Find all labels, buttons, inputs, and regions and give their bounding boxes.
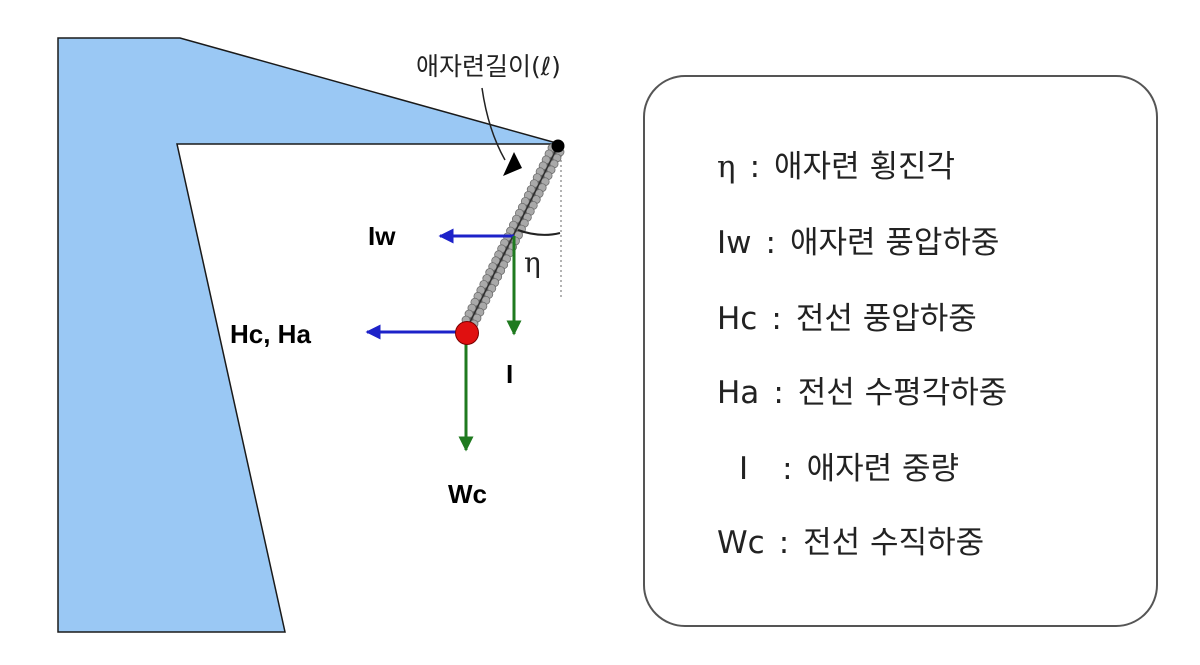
legend-item-i: I: 애자련 중량: [717, 449, 959, 489]
length-pointer-line: [481, 87, 506, 161]
legend-separator: :: [765, 225, 776, 261]
legend-description: 애자련 풍압하중: [789, 225, 1000, 261]
legend-symbol: Iw: [717, 225, 752, 261]
conductor-attach-point: [455, 321, 479, 345]
legend-item-iw: Iw: 애자련 풍압하중: [717, 223, 999, 263]
wc-label: Wc: [448, 479, 487, 509]
crossarm-shape: [57, 37, 561, 633]
legend-separator: :: [771, 301, 782, 337]
length-pointer-arrowhead: [503, 152, 522, 176]
legend-description: 전선 풍압하중: [795, 301, 977, 337]
legend-item-wc: Wc: 전선 수직하중: [717, 523, 984, 563]
legend-separator: :: [773, 375, 784, 411]
legend-description: 애자련 횡진각: [774, 149, 956, 185]
legend-separator: :: [782, 451, 793, 487]
legend-item-eta: η: 애자련 횡진각: [717, 147, 955, 187]
legend-symbol: Ha: [717, 375, 760, 411]
insulator-length-label: 애자련길이(ℓ): [416, 52, 561, 81]
legend-symbol: I: [739, 451, 749, 487]
legend-separator: :: [778, 525, 790, 561]
legend-box: η: 애자련 횡진각 Iw: 애자련 풍압하중 Hc: 전선 풍압하중 Ha: 전선 수…: [643, 75, 1158, 627]
eta-angle-label: η: [524, 246, 541, 279]
legend-symbol: Wc: [717, 525, 765, 561]
legend-description: 애자련 중량: [806, 451, 960, 487]
swing-angle-arc: [517, 229, 561, 236]
i-label: I: [506, 359, 513, 389]
iw-label: Iw: [368, 221, 396, 251]
legend-description: 전선 수평각하중: [797, 375, 1008, 411]
legend-separator: :: [749, 149, 761, 185]
hc-ha-label: Hc, Ha: [230, 319, 311, 349]
legend-description: 전선 수직하중: [803, 525, 985, 561]
pivot-point: [551, 139, 565, 153]
legend-symbol: η: [717, 149, 736, 185]
legend-item-hc: Hc: 전선 풍압하중: [717, 299, 977, 339]
legend-symbol: Hc: [717, 301, 758, 337]
legend-item-ha: Ha: 전선 수평각하중: [717, 373, 1007, 413]
